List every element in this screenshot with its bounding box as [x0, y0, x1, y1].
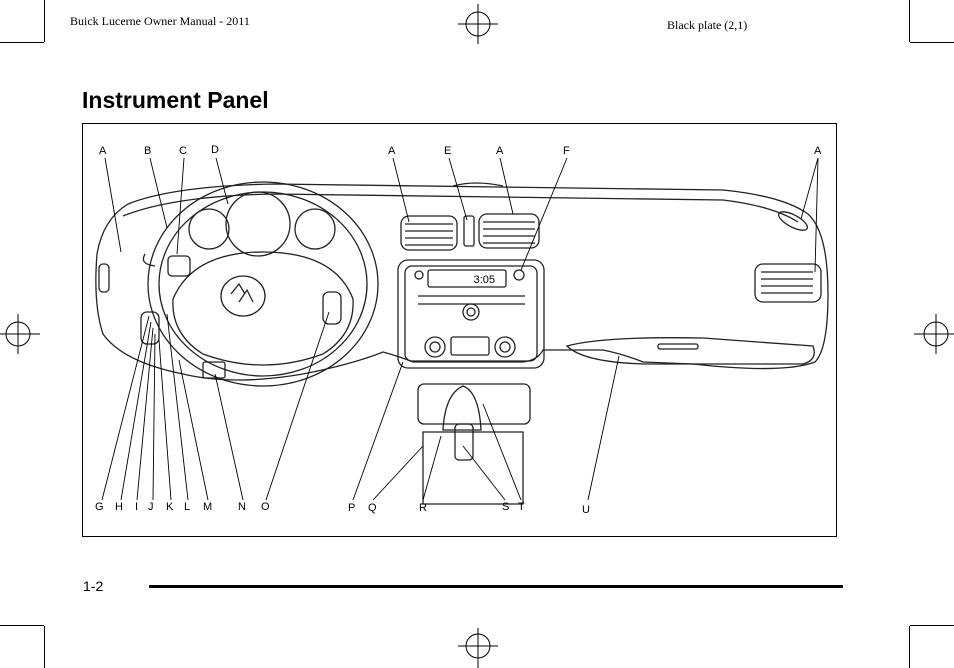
callout-bottom-r: R — [419, 502, 427, 514]
callout-bottom-j: J — [148, 501, 154, 513]
crop-mark-bottom-right-h — [910, 625, 954, 626]
crop-mark-top-left-h — [0, 42, 44, 43]
callout-bottom-u: U — [582, 504, 590, 516]
callout-bottom-s: S — [502, 501, 509, 513]
section-title: Instrument Panel — [82, 87, 269, 113]
callout-bottom-g: G — [95, 501, 104, 513]
footer-rule — [149, 585, 843, 588]
crop-mark-top-left-v — [44, 0, 45, 42]
plate-label: Black plate (2,1) — [667, 18, 748, 32]
callout-top-e: E — [444, 145, 451, 157]
callout-bottom-h: H — [115, 501, 123, 513]
callout-top-a3: A — [496, 145, 504, 157]
registration-mark-bottom — [458, 628, 498, 668]
callout-bottom-k: K — [166, 501, 174, 513]
callout-top-d: D — [211, 144, 219, 156]
registration-mark-right — [914, 314, 954, 354]
crop-mark-bottom-left-v — [44, 626, 45, 668]
callout-top-a1: A — [99, 145, 107, 157]
crop-mark-bottom-right-v — [909, 626, 910, 668]
callout-bottom-q: Q — [368, 502, 377, 514]
callout-bottom-o: O — [261, 501, 270, 513]
page-number: 1-2 — [83, 578, 104, 594]
callout-bottom-m: M — [203, 501, 212, 513]
callout-top-b: B — [144, 145, 151, 157]
manual-title: Buick Lucerne Owner Manual - 2011 — [70, 14, 250, 28]
crop-mark-top-right-h — [910, 42, 954, 43]
callout-bottom-n: N — [238, 501, 246, 513]
registration-mark-left — [0, 314, 40, 354]
callout-top-f: F — [563, 145, 570, 157]
registration-mark-top — [458, 4, 498, 44]
callout-bottom-t: T — [518, 501, 525, 513]
callout-bottom-l: L — [184, 501, 190, 513]
crop-mark-bottom-left-h — [0, 625, 44, 626]
instrument-panel-figure: 3:05 — [82, 123, 837, 537]
radio-display-time: 3:05 — [474, 274, 495, 286]
crop-mark-top-right-v — [909, 0, 910, 42]
callout-bottom-i: I — [135, 501, 138, 513]
callout-top-a4: A — [814, 145, 822, 157]
instrument-panel-illustration: 3:05 — [95, 144, 829, 516]
callout-top-a2: A — [388, 145, 396, 157]
callout-top-c: C — [179, 145, 187, 157]
callout-bottom-p: P — [348, 502, 355, 514]
